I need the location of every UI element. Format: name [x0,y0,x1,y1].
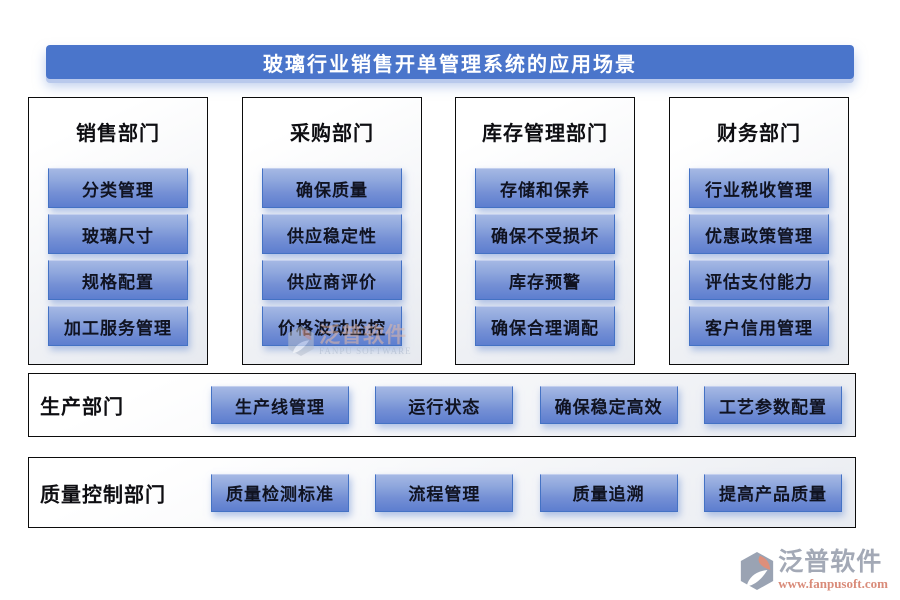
department-column-sales: 销售部门 分类管理 玻璃尺寸 规格配置 加工服务管理 [28,97,208,365]
department-row-quality: 质量控制部门 质量检测标准 流程管理 质量追溯 提高产品质量 [28,457,856,528]
row-buttons-quality: 质量检测标准 流程管理 质量追溯 提高产品质量 [211,473,842,512]
feature-button[interactable]: 供应商评价 [262,260,402,300]
logo-url[interactable]: www.fanpusoft.com [778,576,888,591]
feature-button[interactable]: 玻璃尺寸 [48,214,188,254]
feature-button[interactable]: 存储和保养 [475,168,615,208]
feature-button[interactable]: 确保不受损坏 [475,214,615,254]
page-title: 玻璃行业销售开单管理系统的应用场景 [263,53,637,76]
column-header-finance: 财务部门 [717,123,801,145]
row-label-quality: 质量控制部门 [40,484,166,506]
fanpu-logo-text: 泛普软件 www.fanpusoft.com [778,550,888,592]
feature-button[interactable]: 质量检测标准 [211,473,349,512]
feature-button[interactable]: 流程管理 [375,473,514,512]
feature-button[interactable]: 客户信用管理 [689,306,829,346]
feature-button[interactable]: 供应稳定性 [262,214,402,254]
column-buttons-purchasing: 确保质量 供应稳定性 供应商评价 价格波动监控 [262,168,402,346]
feature-button[interactable]: 确保合理调配 [475,306,615,346]
feature-button[interactable]: 价格波动监控 [262,306,402,346]
feature-button[interactable]: 生产线管理 [211,386,349,424]
title-banner: 玻璃行业销售开单管理系统的应用场景 [46,45,854,79]
column-header-sales: 销售部门 [76,123,160,145]
fanpu-logo: 泛普软件 www.fanpusoft.com [738,550,888,592]
column-buttons-sales: 分类管理 玻璃尺寸 规格配置 加工服务管理 [48,168,188,346]
department-column-inventory: 库存管理部门 存储和保养 确保不受损坏 库存预警 确保合理调配 [455,97,635,365]
feature-button[interactable]: 优惠政策管理 [689,214,829,254]
department-column-finance: 财务部门 行业税收管理 优惠政策管理 评估支付能力 客户信用管理 [669,97,849,365]
feature-button[interactable]: 质量追溯 [539,473,678,512]
feature-button[interactable]: 评估支付能力 [689,260,829,300]
row-buttons-production: 生产线管理 运行状态 确保稳定高效 工艺参数配置 [211,386,842,424]
feature-button[interactable]: 库存预警 [475,260,615,300]
logo-name: 泛普软件 [778,549,883,576]
department-column-purchasing: 采购部门 确保质量 供应稳定性 供应商评价 价格波动监控 [242,97,422,365]
feature-button[interactable]: 确保质量 [262,168,402,208]
feature-button[interactable]: 运行状态 [375,386,514,424]
feature-button[interactable]: 规格配置 [48,260,188,300]
feature-button[interactable]: 加工服务管理 [48,306,188,346]
column-buttons-finance: 行业税收管理 优惠政策管理 评估支付能力 客户信用管理 [689,168,829,346]
feature-button[interactable]: 提高产品质量 [703,473,842,512]
column-header-inventory: 库存管理部门 [482,123,608,145]
department-row-production: 生产部门 生产线管理 运行状态 确保稳定高效 工艺参数配置 [28,373,856,437]
feature-button[interactable]: 工艺参数配置 [703,386,842,424]
column-header-purchasing: 采购部门 [290,123,374,145]
column-buttons-inventory: 存储和保养 确保不受损坏 库存预警 确保合理调配 [475,168,615,346]
feature-button[interactable]: 确保稳定高效 [539,386,678,424]
feature-button[interactable]: 分类管理 [48,168,188,208]
feature-button[interactable]: 行业税收管理 [689,168,829,208]
row-label-production: 生产部门 [40,396,124,419]
fanpu-logo-icon [741,552,774,590]
